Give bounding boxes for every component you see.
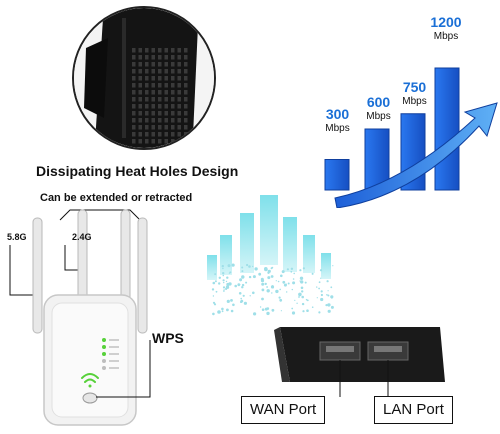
- antenna-caption: Can be extended or retracted: [40, 192, 193, 204]
- speed-unit-750: Mbps: [402, 96, 427, 107]
- heat-holes-title: Dissipating Heat Holes Design: [36, 163, 239, 179]
- speed-unit-1200: Mbps: [433, 31, 459, 42]
- wps-label: WPS: [152, 330, 184, 346]
- signal-tower-illustration: [207, 195, 334, 316]
- band-24g-label: 2.4G: [72, 232, 92, 242]
- growth-arrow: [334, 102, 498, 208]
- speed-bars: [324, 67, 498, 208]
- antenna-right-outer: [137, 217, 148, 334]
- wifi-icon: [81, 373, 99, 388]
- antenna-left-outer: [32, 217, 43, 334]
- antenna-left-inner: [77, 209, 88, 306]
- heat-holes-closeup: [72, 6, 216, 150]
- speed-bar-300: [324, 159, 350, 191]
- band-5g-label: 5.8G: [7, 232, 27, 242]
- antenna-right-inner: [120, 209, 131, 306]
- wan-port: [319, 341, 361, 361]
- speed-unit-300: Mbps: [325, 123, 350, 134]
- speed-unit-600: Mbps: [366, 111, 391, 122]
- wan-port-label: WAN Port: [241, 396, 326, 424]
- status-leds: [102, 338, 119, 370]
- speed-bar-1200: [434, 67, 460, 191]
- speed-bar-600: [364, 128, 390, 191]
- speed-value-600: 600: [366, 94, 391, 110]
- ports-closeup: [274, 327, 445, 397]
- speed-value-300: 300: [325, 106, 350, 122]
- heat-vents-illustration: [74, 8, 214, 148]
- wps-button: [82, 392, 98, 404]
- speed-value-750: 750: [402, 79, 427, 95]
- speed-value-1200: 1200: [430, 14, 462, 30]
- lan-port: [367, 341, 409, 361]
- lan-port-label: LAN Port: [374, 396, 453, 424]
- extender-device: [9, 209, 151, 426]
